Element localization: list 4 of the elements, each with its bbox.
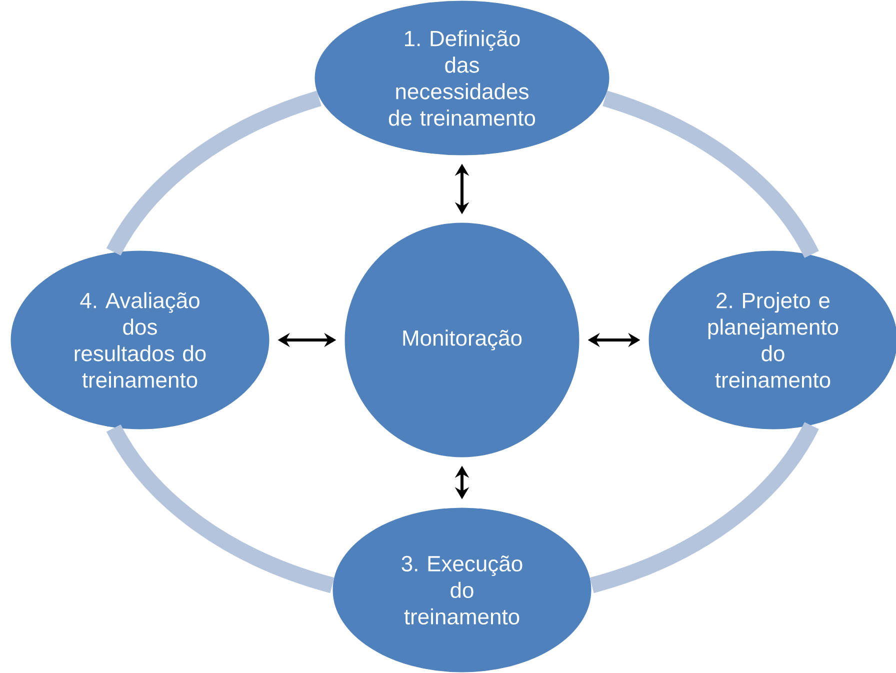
ring-segment [590, 422, 819, 594]
ring-segment [106, 424, 334, 594]
ring-segment [106, 90, 322, 256]
ring-segment [602, 90, 819, 258]
